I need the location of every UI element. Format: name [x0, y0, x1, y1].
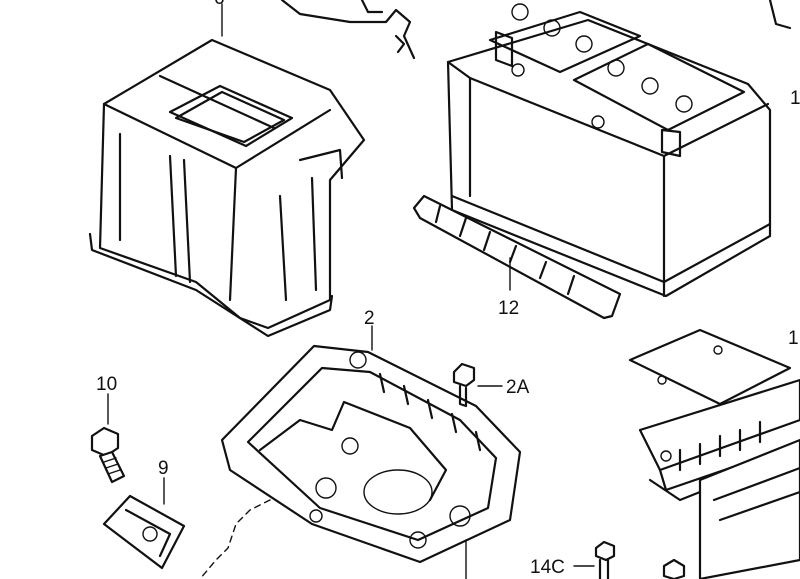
bolt-2a	[452, 362, 503, 408]
label-part-10: 10	[96, 374, 117, 395]
clamp-9	[102, 477, 186, 570]
top-bracket	[280, 0, 416, 60]
battery-cover	[88, 3, 366, 338]
bolt-10	[90, 393, 126, 484]
cable-holder-strip	[412, 194, 622, 320]
right-bracket-assembly	[628, 0, 800, 579]
label-part-2: 2	[364, 308, 375, 329]
bolt-14c	[573, 540, 686, 579]
label-right-top: 1	[790, 88, 800, 109]
label-part-14c: 14C	[530, 557, 565, 578]
battery	[446, 3, 772, 298]
label-part-6: 6	[214, 0, 225, 9]
label-part-9: 9	[158, 458, 169, 479]
label-part-2a: 2A	[506, 377, 530, 398]
label-part-12: 12	[498, 298, 519, 319]
battery-tray	[199, 325, 522, 579]
label-right-mid: 1	[788, 328, 799, 349]
